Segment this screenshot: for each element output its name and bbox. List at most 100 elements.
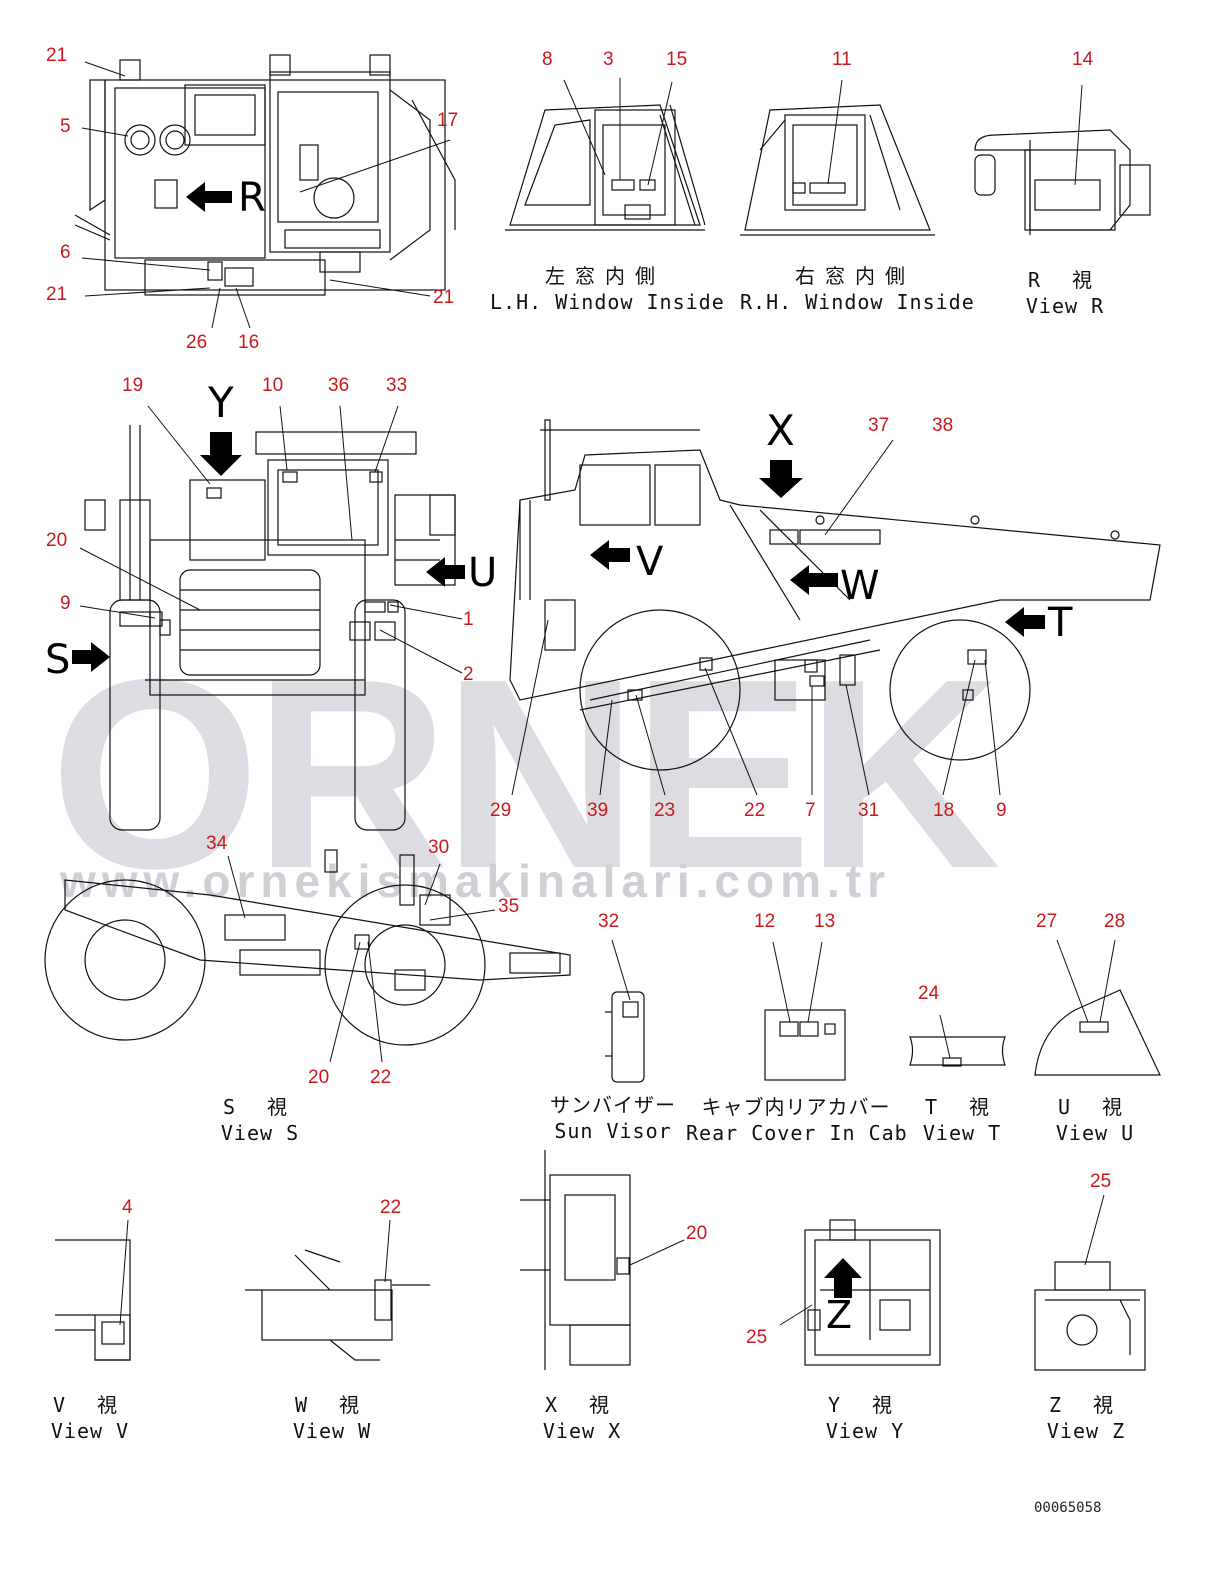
caption-ja: キャブ内リアカバー: [701, 1095, 891, 1119]
caption-view-y: Y 視 View Y: [815, 1392, 915, 1444]
caption-view-u: U 視 View U: [1045, 1094, 1145, 1146]
callout-28: 28: [1104, 911, 1126, 932]
arrow-letter-x: X: [766, 406, 795, 455]
callout-20: 20: [686, 1223, 708, 1244]
callout-13: 13: [814, 911, 836, 932]
arrow-s: [72, 642, 110, 672]
arrow-y: [200, 432, 242, 476]
callout-31: 31: [858, 800, 880, 821]
caption-ja: U 視: [1057, 1095, 1133, 1119]
callout-26: 26: [186, 332, 208, 353]
caption-ja: V 視: [52, 1393, 128, 1417]
leader-24: [939, 1014, 951, 1059]
callout-15: 15: [666, 49, 688, 70]
leader-20c: [629, 1239, 685, 1266]
callout-27: 27: [1036, 911, 1058, 932]
arrow-letter-w: W: [840, 563, 880, 609]
callout-20: 20: [46, 530, 68, 551]
caption-en: View V: [50, 1419, 130, 1443]
callout-11: 11: [832, 49, 852, 70]
callout-33: 33: [386, 375, 408, 396]
caption-en: View Z: [1046, 1419, 1126, 1443]
arrow-t: [1005, 607, 1045, 637]
callout-14: 14: [1072, 49, 1094, 70]
arrow-letter-s: S: [45, 637, 71, 683]
arrow-w: [790, 565, 838, 595]
caption-en: View U: [1055, 1121, 1135, 1145]
caption-view-w: W 視 View W: [282, 1392, 382, 1444]
caption-en: Sun Visor: [554, 1119, 672, 1143]
callout-3: 3: [603, 49, 614, 70]
caption-ja: Y 視: [827, 1393, 903, 1417]
leaders-view-s: [227, 855, 496, 1063]
leader-25a: [779, 1304, 813, 1326]
view-r-drawing: [974, 129, 1151, 235]
callout-5: 5: [60, 116, 71, 137]
watermark-url: www.ornekismakinalari.com.tr: [60, 855, 891, 907]
callout-6: 6: [60, 242, 71, 263]
callout-38: 38: [932, 415, 954, 436]
caption-ja: R 視: [1027, 268, 1103, 292]
callout-21: 21: [46, 284, 68, 305]
callout-22: 22: [370, 1067, 392, 1088]
caption-en: View R: [1025, 294, 1105, 318]
view-y-drawing: [804, 1219, 941, 1366]
arrow-letter-y: Y: [208, 378, 234, 427]
caption-view-s: S 視 View S: [205, 1094, 315, 1146]
view-s-drawing: [44, 849, 571, 1046]
caption-lh-window: 左窓内側 L.H. Window Inside: [490, 263, 725, 315]
arrow-z: [824, 1258, 862, 1298]
callout-18: 18: [933, 800, 955, 821]
caption-ja: S 視: [222, 1095, 298, 1119]
caption-view-v: V 視 View V: [40, 1392, 140, 1444]
callout-29: 29: [490, 800, 512, 821]
leader-11: [827, 79, 843, 185]
view-x-drawing: [520, 1150, 631, 1370]
caption-ja: 右窓内側: [795, 264, 915, 288]
callout-24: 24: [918, 983, 940, 1004]
arrow-v: [590, 540, 630, 570]
caption-en: View W: [292, 1419, 372, 1443]
callout-21: 21: [433, 287, 455, 308]
arrow-x: [759, 460, 803, 498]
callout-34: 34: [206, 833, 228, 854]
lh-window-drawing: [505, 104, 706, 231]
caption-view-x: X 視 View X: [532, 1392, 632, 1444]
callout-37: 37: [868, 415, 890, 436]
view-z-drawing: [1034, 1261, 1146, 1371]
callout-25: 25: [1090, 1171, 1112, 1192]
callout-35: 35: [498, 896, 520, 917]
caption-en: View X: [542, 1419, 622, 1443]
callout-30: 30: [428, 837, 450, 858]
leader-22c: [384, 1219, 391, 1283]
arrow-letter-t: T: [1048, 600, 1073, 646]
caption-en: L.H. Window Inside: [490, 290, 725, 314]
callout-22: 22: [380, 1197, 402, 1218]
caption-en: R.H. Window Inside: [740, 290, 975, 314]
cab-rear-drawing: [74, 54, 456, 296]
callout-25: 25: [746, 1327, 768, 1348]
callout-21: 21: [46, 45, 68, 66]
callout-36: 36: [328, 375, 350, 396]
arrow-u: [426, 557, 465, 587]
view-v-drawing: [55, 1239, 131, 1361]
callout-7: 7: [805, 800, 816, 821]
arrow-r: [186, 182, 232, 212]
callout-1: 1: [463, 609, 474, 630]
callout-16: 16: [238, 332, 260, 353]
caption-en: Rear Cover In Cab: [686, 1121, 908, 1145]
caption-ja: W 視: [294, 1393, 370, 1417]
leader-25b: [1084, 1194, 1105, 1266]
callout-23: 23: [654, 800, 676, 821]
arrow-letter-z: Z: [826, 1293, 853, 1337]
caption-ja: T 視: [924, 1095, 1000, 1119]
callout-17: 17: [437, 110, 459, 131]
caption-view-t: T 視 View T: [912, 1094, 1012, 1146]
leaders-lh-window: [563, 78, 673, 186]
caption-rh-window: 右窓内側 R.H. Window Inside: [740, 263, 975, 315]
side-truck-drawing: [509, 419, 1161, 771]
callout-10: 10: [262, 375, 284, 396]
callout-8: 8: [542, 49, 553, 70]
caption-rear-cover: キャブ内リアカバー Rear Cover In Cab: [686, 1094, 908, 1146]
